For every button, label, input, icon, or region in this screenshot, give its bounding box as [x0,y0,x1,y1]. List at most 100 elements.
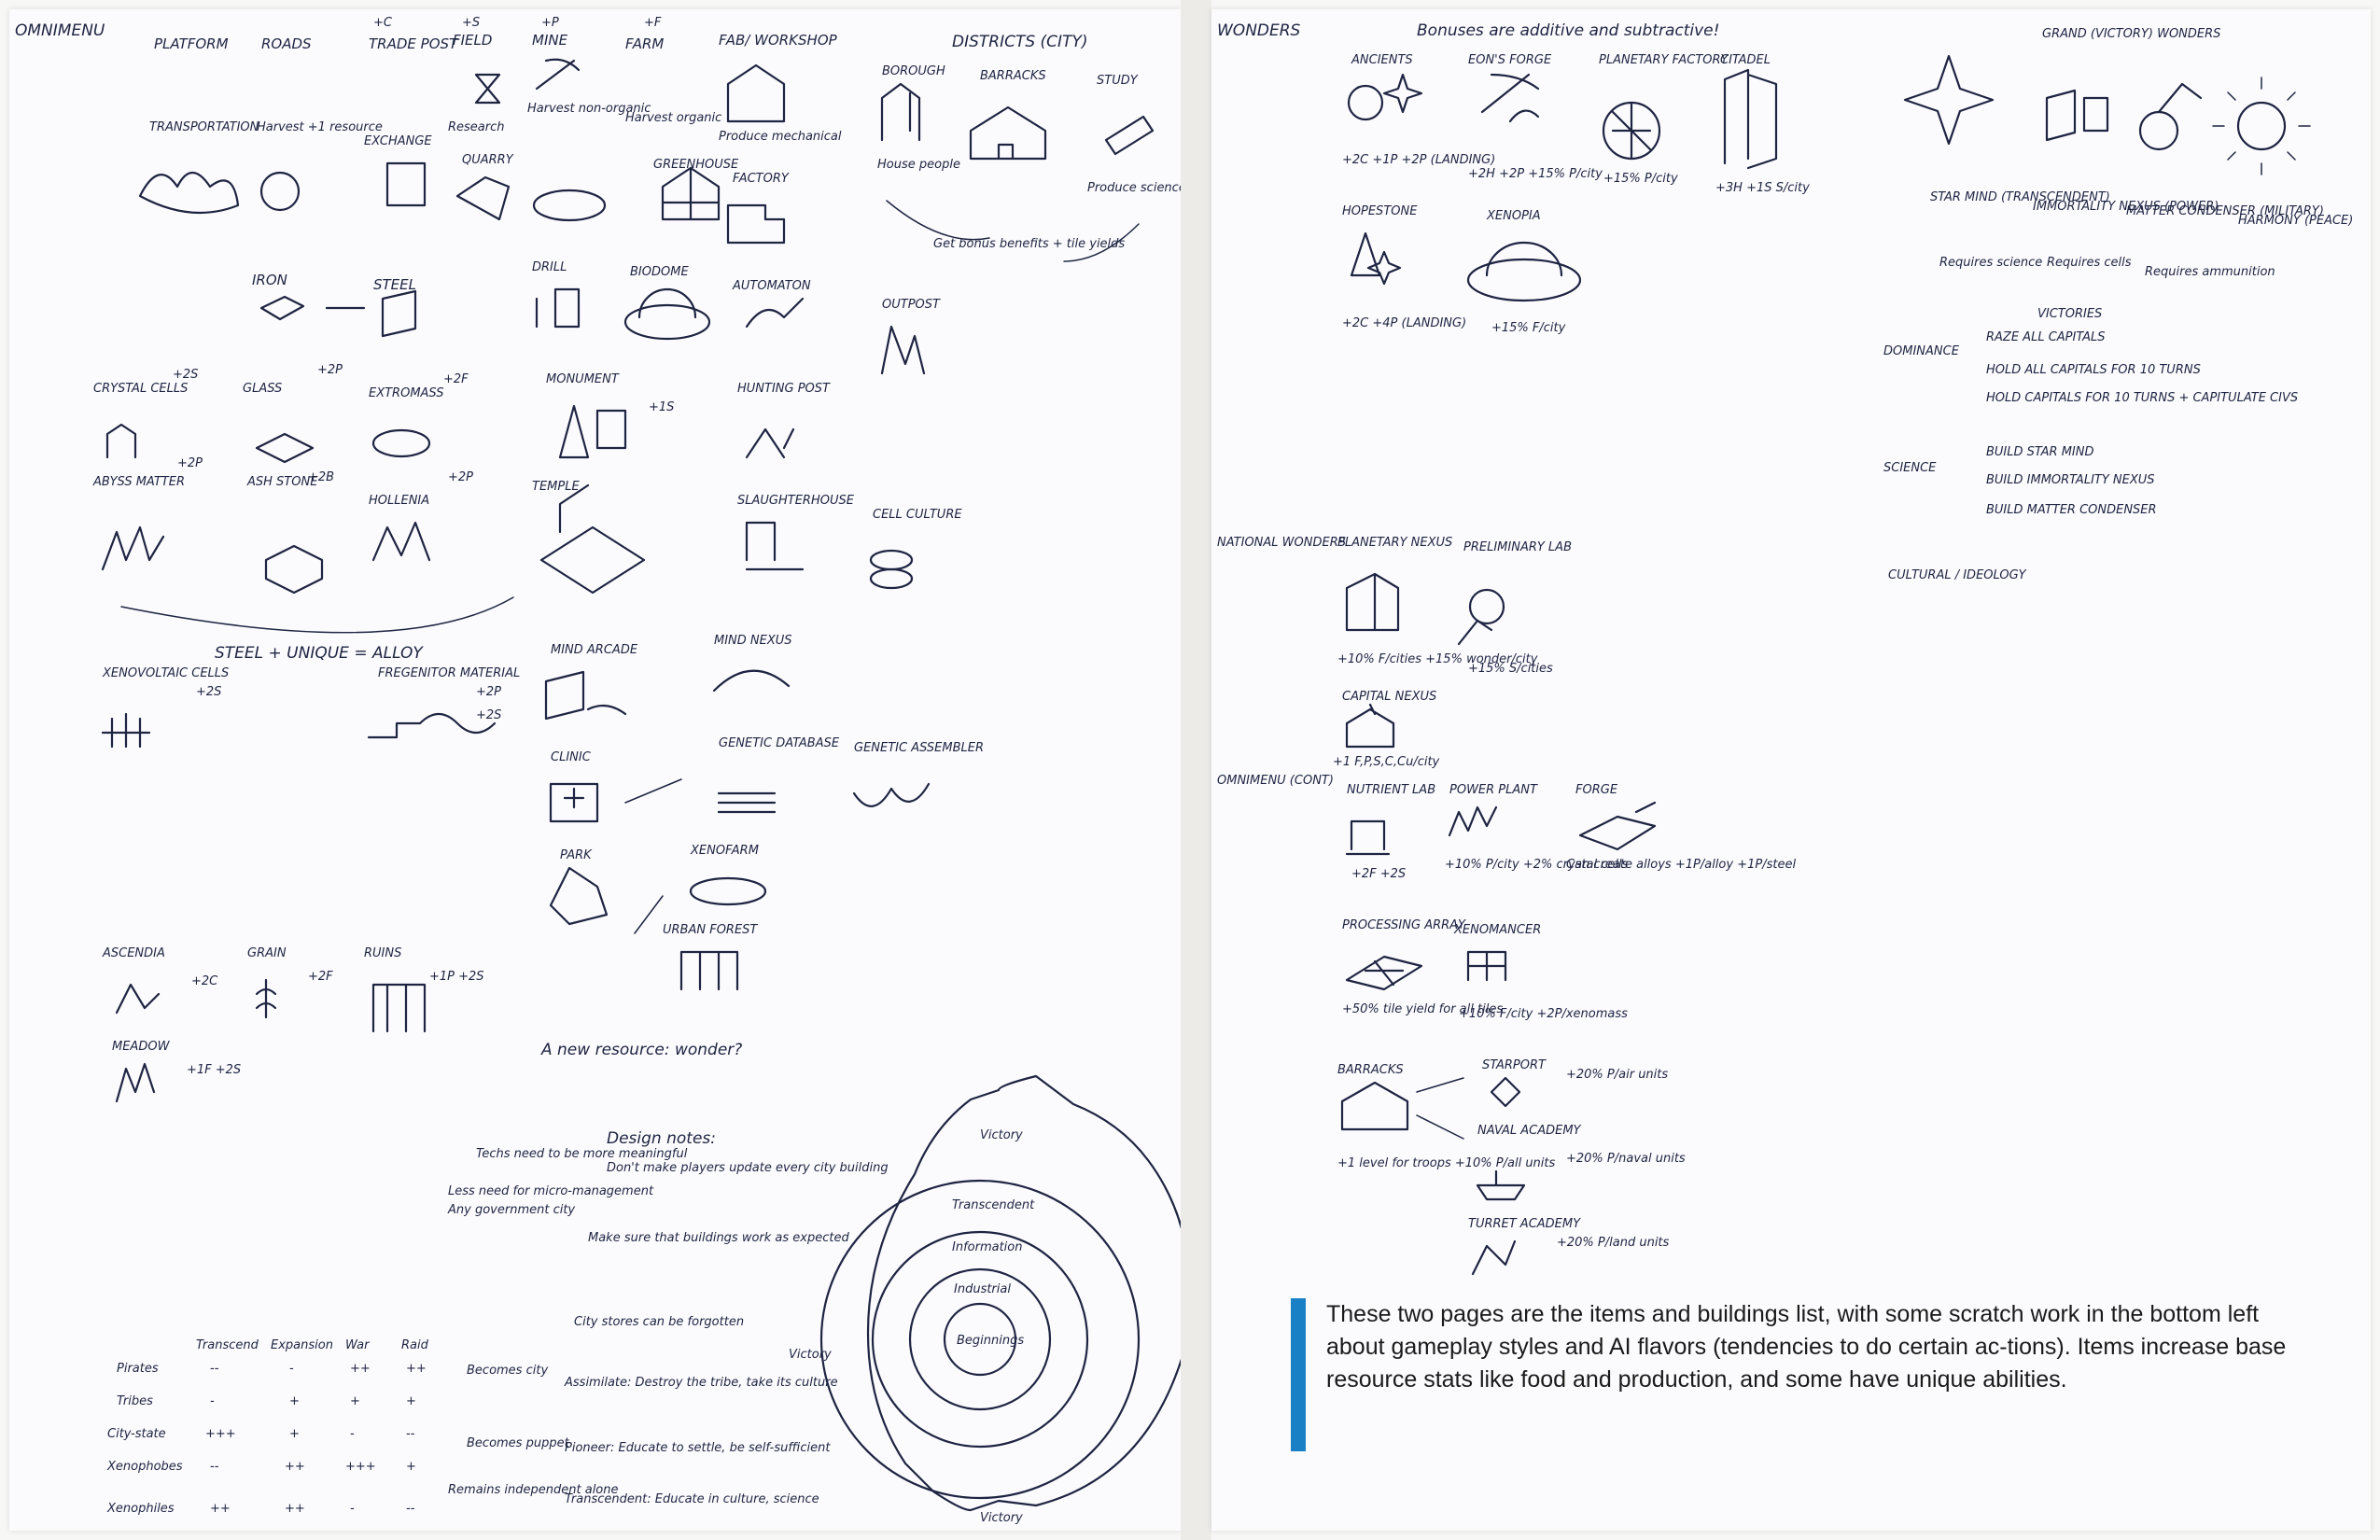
greenhouse-label: GREENHOUSE [653,158,739,172]
ruins-bonus: +1P +2S [429,970,484,984]
star-mind-note: Requires science [1939,256,2042,270]
xenofarm-label: XENOFARM [690,844,759,858]
ancients-icon [1347,84,1384,121]
condenser-note: Requires ammunition [2145,265,2275,279]
extromass-icon [371,428,431,458]
iron-icon [259,295,305,321]
study-label: STUDY [1097,74,1139,88]
matter-condenser-icon [2138,110,2179,151]
genetic-assembler-icon [852,782,931,807]
harmony-label: HARMONY (PEACE) [2238,214,2353,228]
preliminary-lab-label: PRELIMINARY LAB [1463,540,1572,554]
mind-arcade-label: MIND ARCADE [551,643,638,657]
hollenia-icon [371,521,431,562]
ai-row-0-name: Pirates [117,1362,159,1376]
power-plant-label: POWER PLANT [1449,783,1538,797]
preliminary-lab-bonus: +15% S/cities [1468,662,1553,676]
barracks-arrows [1416,1077,1464,1140]
crystal-bonus: +2S [173,368,198,382]
trade-post-label: TRADE POST [369,35,459,52]
glass-icon [255,432,315,464]
platform-label: PLATFORM [154,35,229,52]
dominance-3: HOLD CAPITALS FOR 10 TURNS + CAPITULATE … [1986,391,2298,405]
design-note-6: City stores can be forgotten [574,1315,744,1329]
xenomancer-icon [1466,950,1507,982]
ascendia-icon [115,983,161,1015]
extromass-bonus: +2F [443,372,469,386]
xenopia-dome [1485,241,1563,277]
design-note-4: Any government city [447,1203,575,1217]
steel-label: STEEL [373,276,416,293]
ancients-label: ANCIENTS [1351,53,1413,67]
bonus-note: Bonuses are additive and subtractive! [1417,21,1719,40]
crystal-icon [105,423,137,459]
ai-row-4-raid: -- [406,1502,415,1516]
clinic-icon [549,782,599,823]
power-plant-bonus: +10% P/city +2% crystal cells [1445,858,1629,872]
abyss-icon [101,525,165,571]
omnimenu-cont-title: OMNIMENU (CONT) [1217,774,1334,788]
ash-bonus: +2B [308,470,334,484]
exchange-note: EXCHANGE [364,134,432,148]
ai-row-2-expansion: + [289,1427,300,1441]
hopestone-bonus: +2C +4P (LANDING) [1342,316,1466,330]
hollenia-bonus: +2P [448,470,473,484]
xenopia-bonus: +15% F/city [1491,321,1566,335]
hopestone-icon [1350,231,1402,286]
hopestone-label: HOPESTONE [1342,204,1418,218]
planet-grid [1611,101,1652,161]
circle-label-victory-left: Victory [789,1348,832,1362]
ruins-icon [371,983,427,1033]
abyss-bonus: +2P [177,456,203,470]
study-icon [1104,115,1155,156]
grain-bonus: +2F [308,970,333,984]
right-notebook-page: WONDERS Bonuses are additive and subtrac… [1211,9,2371,1531]
star-mind-icon [1903,54,1995,146]
monument-bonus: +1S [649,400,674,414]
ai-note-city: Becomes city [467,1364,548,1378]
ai-row-2-war: - [350,1427,355,1441]
ai-row-1-name: Tribes [117,1394,153,1408]
ai-row-0-raid: ++ [406,1362,427,1376]
barracks-label: BARRACKS [980,69,1046,83]
abyss-matter-label: ABYSS MATTER [92,475,185,489]
starport-label: STARPORT [1482,1058,1547,1072]
roads-icon [259,171,301,212]
ai-row-3-war: +++ [345,1460,376,1474]
design-note-5: Make sure that buildings work as expecte… [588,1231,849,1245]
borough-label: BOROUGH [882,64,945,78]
clinic-label: CLINIC [551,750,592,764]
mind-nexus-icon [712,669,791,693]
dominance-2: HOLD ALL CAPITALS FOR 10 TURNS [1986,363,2201,377]
iron-label: IRON [252,272,287,288]
industrial-ring [908,1267,1052,1411]
fregenitor-bonus-2: +2S [476,708,501,722]
ancients-bonus: +2C +1P +2P (LANDING) [1342,153,1495,167]
workshop-label: FAB/ WORKSHOP [719,32,838,49]
starport-bonus: +20% P/air units [1566,1068,1668,1082]
ai-header-raid: Raid [401,1338,429,1352]
outpost-icon [880,325,926,375]
ai-row-2-raid: -- [406,1427,415,1441]
meadow-icon [115,1062,156,1103]
greenhouse-icon [661,166,721,221]
hunting-post-icon [745,427,795,459]
crystal-cells-label: CRYSTAL CELLS [93,382,188,396]
immortality-nexus-label: IMMORTALITY NEXUS (POWER) [2033,200,2219,214]
ai-row-3-raid: + [406,1460,416,1474]
mine-label: MINE [532,32,568,49]
citadel-icon [1723,68,1778,170]
power-plant-icon [1448,805,1498,837]
meadow-label: MEADOW [112,1040,171,1054]
caption-accent-bar [1291,1298,1306,1451]
bracket-lines [886,200,1140,262]
circle-label-victory-top: Victory [980,1128,1023,1142]
xenopia-label: XENOPIA [1486,209,1541,223]
ai-header-war: War [345,1338,371,1352]
eons-forge-icon [1480,73,1540,123]
left-notebook-page: OMNIMENU PLATFORM ROADS TRADE POST FIELD… [9,9,1181,1531]
citadel-bonus: +3H +1S S/city [1715,181,1810,195]
glass-label: GLASS [243,382,282,396]
design-note-7: Assimilate: Destroy the tribe, take its … [564,1376,838,1390]
ai-row-0-war: ++ [350,1362,371,1376]
